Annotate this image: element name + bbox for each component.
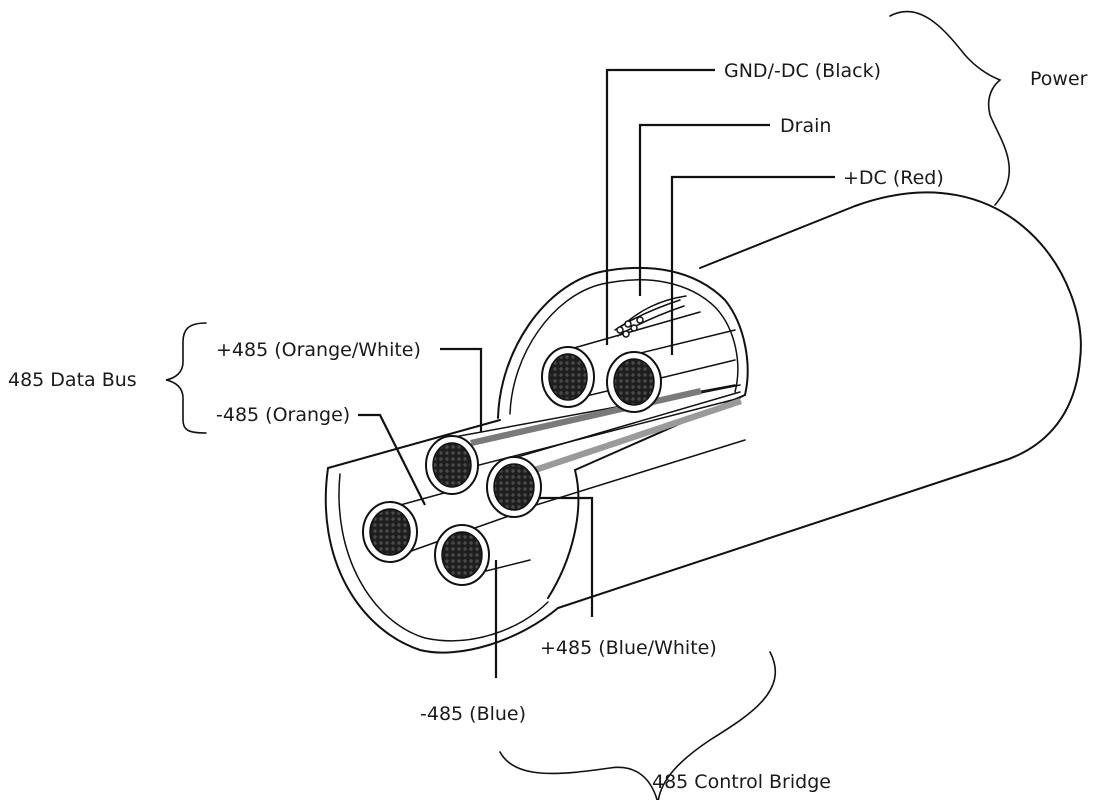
label-drain: Drain xyxy=(780,115,831,137)
brace-control-bridge xyxy=(499,651,777,800)
leader-pos485-ow xyxy=(440,347,483,432)
drain-wire xyxy=(614,295,687,338)
conductor-neg485-b xyxy=(434,524,490,586)
conductor-gnd xyxy=(541,346,595,408)
brace-data-bus xyxy=(165,322,207,434)
leader-gnd xyxy=(605,68,715,345)
label-neg485-b: -485 (Blue) xyxy=(420,703,526,725)
conductor-neg485-o xyxy=(362,501,418,563)
brace-power xyxy=(889,10,1011,206)
leader-dc-pos xyxy=(670,175,835,355)
label-power: Power xyxy=(1030,68,1088,90)
leader-drain xyxy=(638,123,770,296)
label-dc-pos: +DC (Red) xyxy=(843,167,944,189)
label-pos485-bw: +485 (Blue/White) xyxy=(540,637,717,659)
power-cutaway xyxy=(497,266,749,599)
label-neg485-o: -485 (Orange) xyxy=(216,404,350,426)
leader-lines xyxy=(358,68,835,678)
label-data-bus: 485 Data Bus xyxy=(8,369,137,391)
label-control-bridge: 485 Control Bridge xyxy=(652,771,831,793)
leader-pos485-bw xyxy=(540,496,594,617)
conductor-pos485-bw xyxy=(486,456,542,518)
label-pos485-ow: +485 (Orange/White) xyxy=(216,339,421,361)
label-gnd: GND/-DC (Black) xyxy=(724,60,881,82)
conductor-pos485-ow xyxy=(425,435,479,495)
conductor-dc-pos xyxy=(606,351,662,413)
cable-jacket xyxy=(324,191,1082,654)
leader-neg485-o xyxy=(358,413,426,506)
